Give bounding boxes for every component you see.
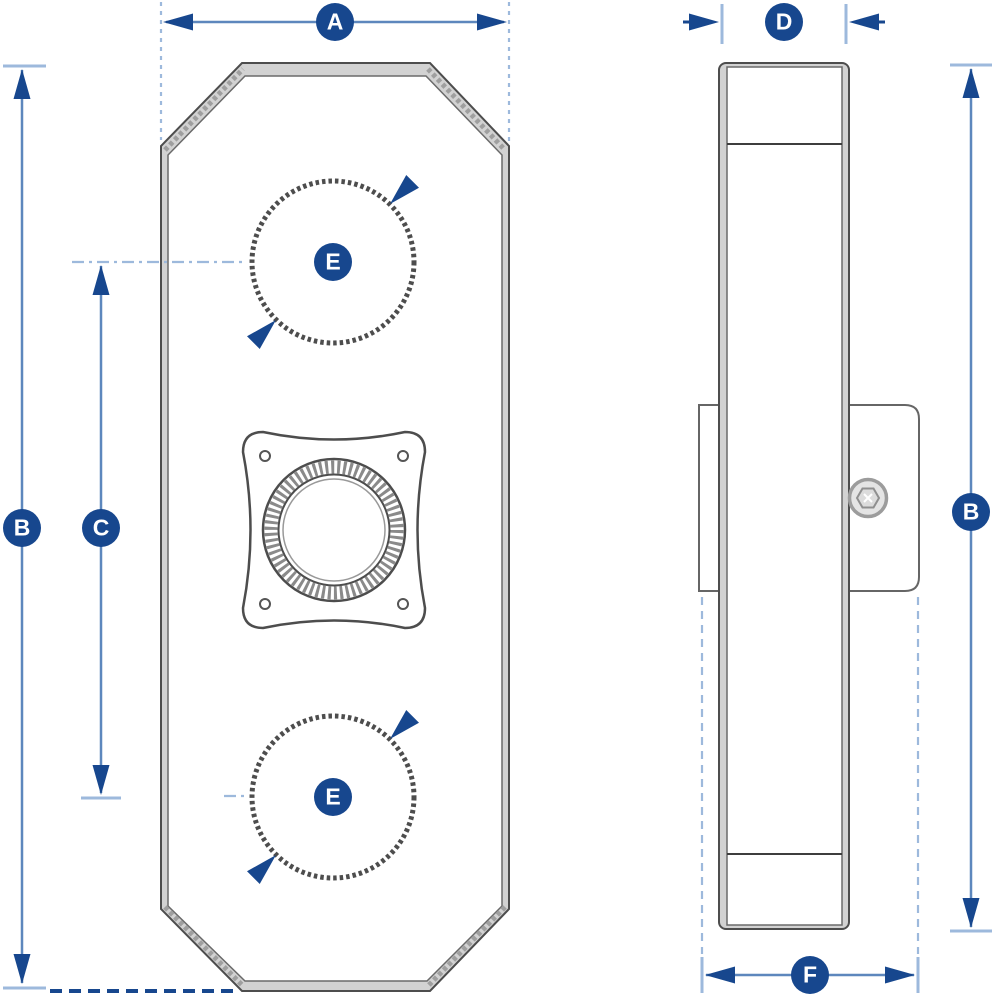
chamfer-hatch-bottom-left xyxy=(163,905,245,988)
badge-circle-f xyxy=(791,956,829,994)
badge-label-e-top: E xyxy=(325,249,340,275)
side-body-inner xyxy=(726,66,843,926)
front-view xyxy=(160,62,510,992)
dim-f-arrow-right xyxy=(885,966,915,984)
dim-e-bottom-hole-diameter: E xyxy=(247,710,419,884)
dim-b-right-arrow-up xyxy=(962,68,980,98)
badge-label-b-right: B xyxy=(963,499,980,525)
dim-e-top-arrow-ne xyxy=(390,175,419,204)
badge-circle-c xyxy=(82,509,120,547)
dim-e-top-arrow-sw xyxy=(247,320,276,349)
dim-e-bottom-arrow-ne xyxy=(390,710,419,739)
dim-badge-c: C xyxy=(82,509,120,547)
dim-badge-e-top: E xyxy=(314,243,352,281)
dim-b-left-arrow-down xyxy=(13,954,31,984)
dim-a-arrow-left xyxy=(163,13,193,31)
dim-d-arrow-right xyxy=(849,13,879,31)
dim-badge-b-left: B xyxy=(3,509,41,547)
bolt-highlight-2 xyxy=(863,493,873,503)
badge-label-a: A xyxy=(327,9,344,35)
dim-badge-f: F xyxy=(791,956,829,994)
mount-ring-knurl xyxy=(264,460,404,600)
mount-ring-innermost xyxy=(282,478,386,582)
dim-badge-d: D xyxy=(765,3,803,41)
dimensions: A B C xyxy=(3,2,992,994)
dim-badge-b-right: B xyxy=(952,493,990,531)
dim-f-overall-depth: F xyxy=(700,597,920,994)
mount-screw-hole-top-right xyxy=(397,450,409,462)
mount-screw-hole-top-left xyxy=(259,450,271,462)
chamfer-hatch-bottom-right xyxy=(426,905,507,988)
dim-b-right-height: B xyxy=(950,63,992,933)
dim-badge-e-bottom: E xyxy=(314,778,352,816)
badge-circle-d xyxy=(765,3,803,41)
dim-a-front-width: A xyxy=(159,2,511,144)
dim-a-arrow-right xyxy=(477,13,507,31)
badge-circle-e-top xyxy=(314,243,352,281)
dim-d-arrow-left xyxy=(689,13,719,31)
badge-circle-b-right xyxy=(952,493,990,531)
hex-bolt xyxy=(847,477,889,519)
center-mount-pad xyxy=(241,430,427,630)
badge-label-e-bottom: E xyxy=(325,784,340,810)
dim-c-hole-spacing: C xyxy=(72,260,247,800)
dim-b-right-arrow-down xyxy=(962,898,980,928)
chamfer-hatch-top-right xyxy=(426,67,507,152)
dim-f-arrow-left xyxy=(705,966,735,984)
mount-ring-inner xyxy=(277,473,391,587)
badge-circle-a xyxy=(316,3,354,41)
badge-circle-b-left xyxy=(3,509,41,547)
mount-screw-hole-bottom-right xyxy=(397,598,409,610)
badge-circle-e-bottom xyxy=(314,778,352,816)
dim-b-left-arrow-up xyxy=(13,69,31,99)
mount-screw-hole-bottom-left xyxy=(259,598,271,610)
chamfer-hatch-top-left xyxy=(163,67,245,152)
dim-c-arrow-up xyxy=(92,265,110,295)
badge-label-b-left: B xyxy=(14,515,31,541)
dim-e-top-hole-diameter: E xyxy=(247,175,419,349)
badge-label-c: C xyxy=(93,515,110,541)
side-view xyxy=(698,62,920,930)
dim-e-bottom-arrow-sw xyxy=(247,855,276,884)
dim-d-depth: D xyxy=(683,3,885,44)
badge-label-f: F xyxy=(803,962,817,988)
dim-c-arrow-down xyxy=(92,765,110,795)
dim-badge-a: A xyxy=(316,3,354,41)
badge-label-d: D xyxy=(776,9,793,35)
dim-b-left-overall-height: B xyxy=(3,64,237,993)
